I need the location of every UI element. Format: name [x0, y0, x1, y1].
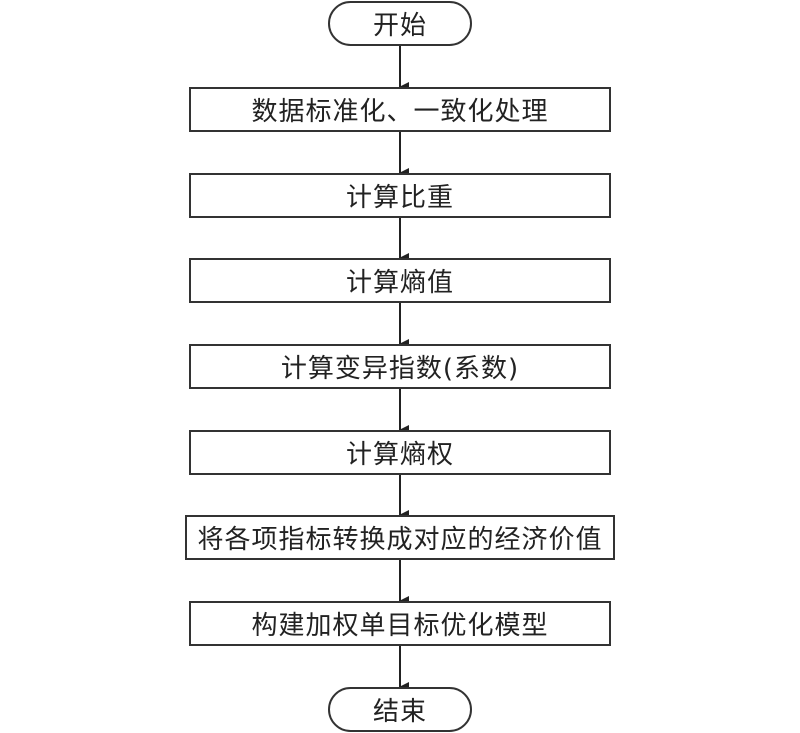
step-proportion: 计算比重 — [189, 173, 611, 218]
end-label: 结束 — [372, 697, 427, 727]
step-label: 将各项指标转换成对应的经济价值 — [197, 525, 603, 555]
step-entropy-value: 计算熵值 — [189, 258, 611, 303]
step-label: 计算熵权 — [345, 440, 454, 470]
step-label: 计算变异指数(系数) — [280, 354, 520, 384]
start-node: 开始 — [328, 1, 472, 46]
step-economic-value: 将各项指标转换成对应的经济价值 — [185, 515, 615, 560]
step-label: 数据标准化、一致化处理 — [251, 97, 549, 127]
step-entropy-weight: 计算熵权 — [189, 430, 611, 475]
step-label: 计算比重 — [345, 183, 454, 213]
step-standardize: 数据标准化、一致化处理 — [189, 87, 611, 132]
step-build-model: 构建加权单目标优化模型 — [189, 601, 611, 646]
step-variation-index: 计算变异指数(系数) — [189, 344, 611, 389]
step-label: 构建加权单目标优化模型 — [251, 611, 549, 641]
end-node: 结束 — [328, 687, 472, 732]
step-label: 计算熵值 — [345, 268, 454, 298]
start-label: 开始 — [372, 11, 427, 41]
